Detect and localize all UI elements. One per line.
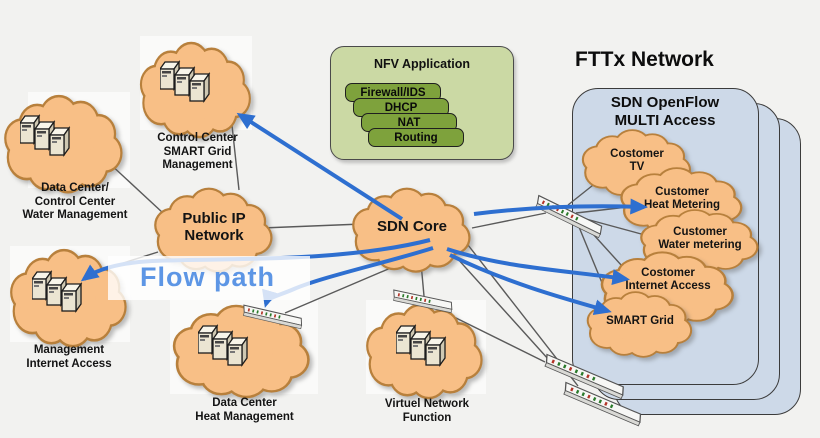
node-customer-internet: Costomer Internet Access	[596, 250, 740, 322]
node-label: SDN Core	[376, 218, 447, 236]
nfv-application-box: NFV Application Firewall/IDS DHCP NAT Ro…	[330, 46, 514, 160]
server-stack-icon	[198, 325, 248, 366]
fttx-network-title: FTTx Network	[575, 48, 714, 71]
flow-path-box	[108, 256, 310, 300]
connection-line	[471, 212, 547, 229]
server-stack-icon	[396, 325, 446, 366]
node-label: Customer Heat Metering	[643, 185, 721, 211]
nfv-title: NFV Application	[373, 57, 471, 71]
nfv-pill-routing: Routing	[368, 128, 464, 147]
node-label: Management Internet Access	[26, 344, 112, 370]
node-label: Control Center SMART Grid Management	[157, 132, 238, 172]
server-stack-icon	[32, 271, 82, 312]
node-label: Data Center Heat Management	[195, 397, 294, 423]
node-label: Costomer TV	[610, 147, 664, 173]
server-stack-icon	[20, 115, 70, 156]
node-customer-heat: Customer Heat Metering	[616, 166, 748, 232]
node-label: Virtuel Network Function	[384, 398, 470, 424]
flow-path-label: Flow path	[140, 262, 275, 292]
nfv-pill-firewall: Firewall/IDS	[345, 83, 441, 102]
node-label: Data Center/ Control Center Water Manage…	[22, 182, 128, 222]
node-customer-water: Customer Water metering	[636, 208, 764, 270]
sdn-openflow-title: SDN OpenFlow MULTI Access	[610, 94, 720, 129]
server-stack-icon	[160, 61, 210, 102]
node-label: Costomer Internet Access	[625, 266, 711, 292]
node-sdn-core: SDN Core	[348, 186, 476, 268]
node-smart-grid: SMART Grid	[583, 290, 697, 358]
node-label: Customer Water metering	[658, 225, 742, 251]
node-label: SMART Grid	[606, 315, 674, 328]
node-customer-tv: Costomer TV	[578, 128, 696, 194]
